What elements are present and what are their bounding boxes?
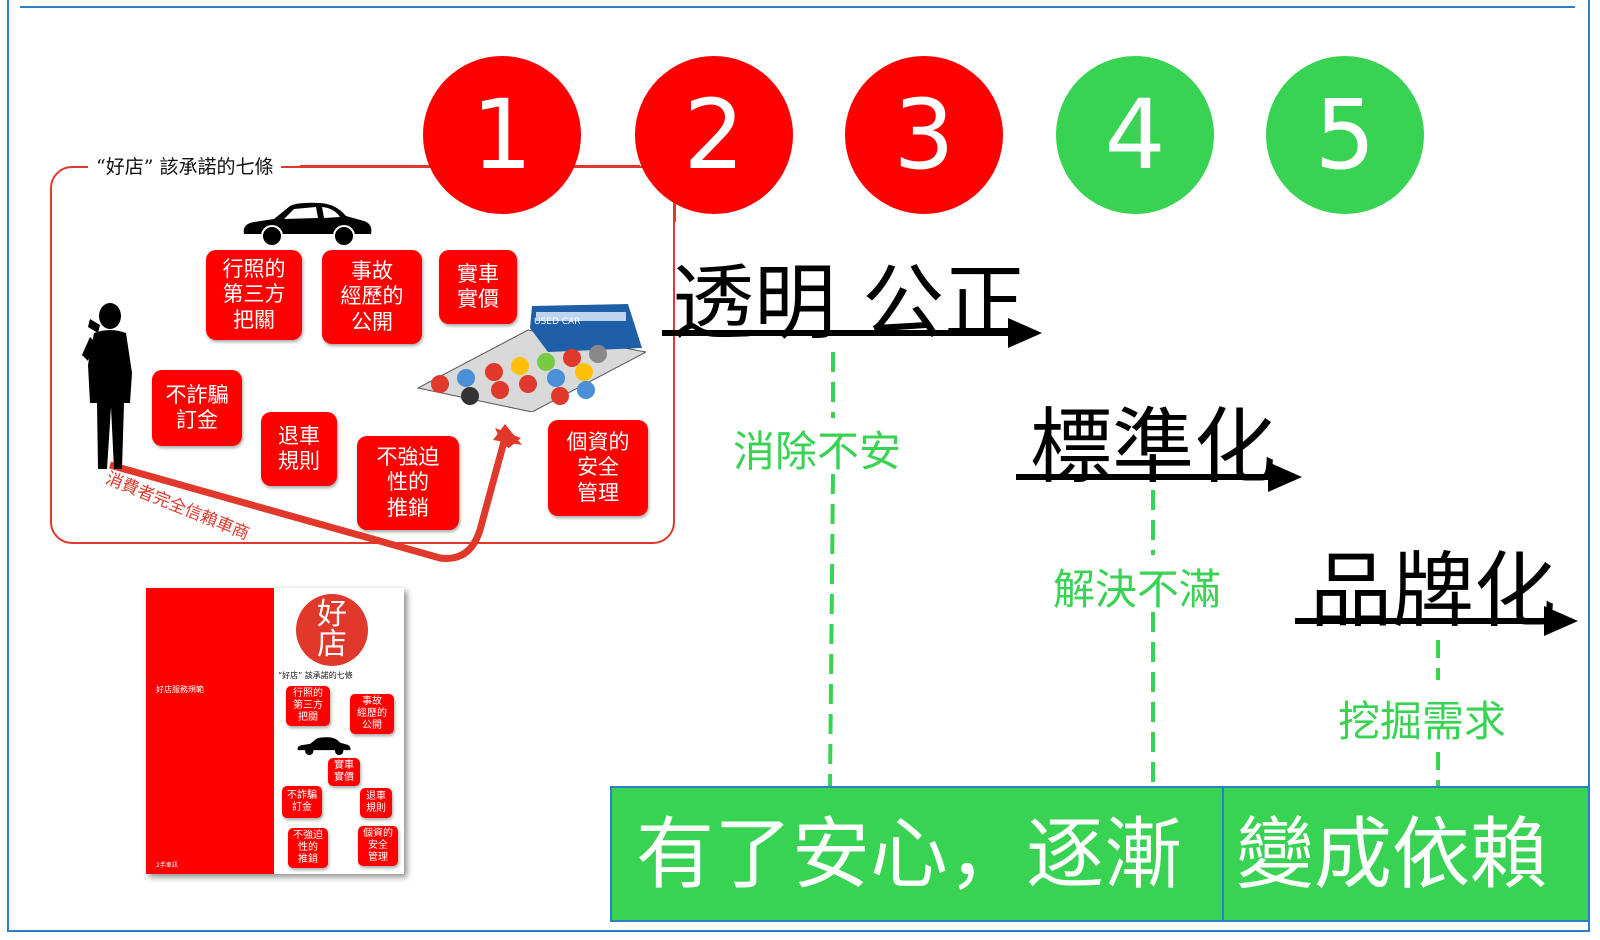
promise-tag: 退車 規則 [261, 412, 337, 486]
promise-tag: 實車 實價 [439, 250, 517, 324]
stage-label-standardization: 標準化 [1030, 400, 1277, 495]
step-circle-1: 1 [423, 56, 581, 214]
book-car-icon [297, 737, 351, 756]
stage-label-transparency: 透明 公正 [672, 256, 1027, 351]
step-number: 4 [1104, 79, 1166, 191]
conclusion-bar [610, 786, 1590, 922]
book-subtitle: “好店” 該承諾的七條 [278, 671, 353, 680]
slide-frame [7, 0, 1590, 932]
conclusion-divider [1222, 786, 1224, 922]
book-publisher: 2手車訊 [156, 862, 178, 869]
dealership-icon: USED CAR [416, 304, 646, 412]
book-tag: 實車 實價 [328, 758, 360, 786]
promise-tag: 個資的 安全 管理 [548, 420, 648, 516]
promise-tag: 行照的 第三方 把關 [206, 250, 302, 340]
book-logo: 好 店 [296, 594, 368, 666]
book-tag: 個資的 安全 管理 [358, 826, 398, 866]
store-sign: USED CAR [534, 317, 580, 327]
promise-tag: 不詐騙 訂金 [152, 370, 242, 446]
conclusion-left: 有了安心，逐漸 [636, 810, 1183, 900]
book-cover: 好店服務規範 好 店 “好店” 該承諾的七條 行照的 第三方 把關 事故 經歷的… [146, 588, 404, 874]
person-icon [82, 303, 132, 469]
step-circle-4: 4 [1056, 56, 1214, 214]
step-number: 1 [471, 79, 533, 191]
book-spine [146, 588, 274, 874]
step-circle-3: 3 [845, 56, 1003, 214]
step-number: 2 [683, 79, 745, 191]
car-icon [243, 202, 372, 247]
promise-tag: 不強迫 性的 推銷 [357, 436, 459, 530]
conclusion-right: 變成依賴 [1236, 810, 1549, 900]
stage-note-3: 挖掘需求 [1338, 697, 1507, 746]
book-tag: 事故 經歷的 公開 [350, 694, 394, 734]
promise-panel-title: “好店” 該承諾的七條 [88, 152, 282, 179]
step-number: 3 [893, 79, 955, 191]
step-number: 5 [1314, 79, 1376, 191]
step-circle-5: 5 [1266, 56, 1424, 214]
step-circle-2: 2 [635, 56, 793, 214]
book-spine-text: 好店服務規範 [156, 685, 204, 694]
promise-tag: 事故 經歷的 公開 [322, 250, 422, 344]
book-tag: 行照的 第三方 把關 [286, 686, 330, 726]
top-rule [20, 6, 1575, 8]
stage-note-2: 解決不滿 [1053, 565, 1222, 614]
book-tag: 退車 規則 [360, 788, 392, 818]
book-tag: 不詐騙 訂金 [282, 786, 322, 818]
book-tag: 不強迫 性的 推銷 [288, 828, 328, 868]
stage-note-1: 消除不安 [733, 427, 902, 476]
stage-label-branding: 品牌化 [1310, 544, 1557, 639]
